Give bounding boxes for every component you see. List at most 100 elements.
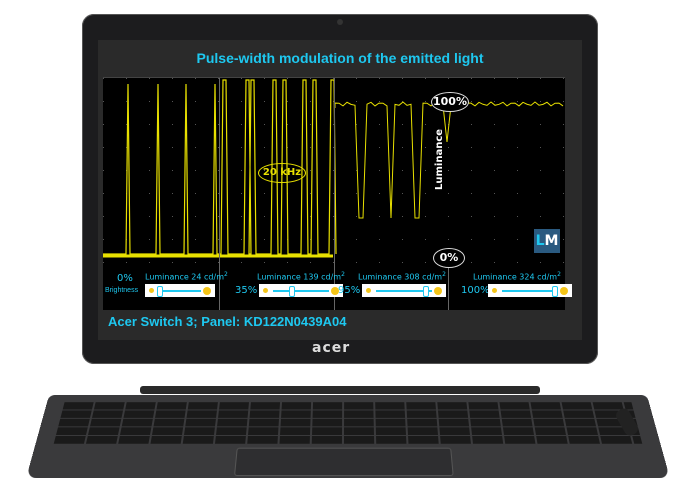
grid-dot <box>172 124 173 125</box>
grid-dot <box>103 216 104 217</box>
panel-3: 100% Luminance 324 cd/m2 <box>448 263 572 310</box>
waveform-svg <box>103 78 564 263</box>
grid-dot <box>172 78 173 79</box>
grid-dot <box>356 101 357 102</box>
grid-dot <box>356 78 357 79</box>
device-caption: Acer Switch 3; Panel: KD122N0439A04 <box>108 314 347 329</box>
slider-knob[interactable] <box>552 286 558 297</box>
brand-logo: acer <box>312 340 351 356</box>
grid-dot <box>540 193 541 194</box>
grid-dot <box>287 147 288 148</box>
grid-dot <box>425 216 426 217</box>
luminance-value: Luminance 308 cd/m2 <box>358 271 446 282</box>
brightness-value: 35% <box>235 285 258 296</box>
grid-dot <box>149 193 150 194</box>
grid-dot <box>241 147 242 148</box>
grid-dot <box>356 262 357 263</box>
grid-dot <box>241 193 242 194</box>
grid-dot <box>333 239 334 240</box>
grid-dot <box>425 78 426 79</box>
brightness-slider[interactable] <box>488 284 572 297</box>
grid-dot <box>563 170 564 171</box>
grid-dot <box>218 239 219 240</box>
grid-dot <box>310 78 311 79</box>
slider-track <box>159 290 201 292</box>
grid-dot <box>448 147 449 148</box>
grid-dot <box>310 124 311 125</box>
grid-dot <box>402 239 403 240</box>
grid-dot <box>218 216 219 217</box>
grid-dot <box>517 262 518 263</box>
waveform-trace <box>220 79 337 255</box>
grid-dot <box>471 78 472 79</box>
grid-dot <box>195 147 196 148</box>
grid-dot <box>241 262 242 263</box>
grid-dot <box>494 147 495 148</box>
grid-dot <box>218 193 219 194</box>
grid-dot <box>379 78 380 79</box>
grid-dot <box>402 216 403 217</box>
grid-dot <box>471 124 472 125</box>
slider-track <box>376 290 432 292</box>
grid-dot <box>540 124 541 125</box>
grid-dot <box>379 170 380 171</box>
grid-dot <box>195 193 196 194</box>
slider-knob[interactable] <box>157 286 163 297</box>
brightness-value: 95% <box>338 285 361 296</box>
brightness-slider[interactable] <box>145 284 215 297</box>
grid-dot <box>471 193 472 194</box>
grid-dot <box>379 239 380 240</box>
grid-dot <box>264 216 265 217</box>
keyboard <box>26 394 670 479</box>
grid-dot <box>356 124 357 125</box>
grid-dot <box>471 262 472 263</box>
grid-dot <box>310 147 311 148</box>
slider-track <box>273 290 329 292</box>
touchpad[interactable] <box>233 447 454 477</box>
grid-dot <box>241 101 242 102</box>
grid-dot <box>264 262 265 263</box>
grid-dot <box>494 101 495 102</box>
brightness-slider[interactable] <box>259 284 343 297</box>
dim-sun-icon <box>149 288 154 293</box>
grid-dot <box>494 170 495 171</box>
grid-dot <box>540 170 541 171</box>
grid-dot <box>333 78 334 79</box>
grid-dot <box>103 147 104 148</box>
grid-dot <box>356 193 357 194</box>
grid-dot <box>540 216 541 217</box>
grid-dot <box>103 101 104 102</box>
grid-dot <box>264 193 265 194</box>
grid-dot <box>448 239 449 240</box>
grid-dot <box>402 124 403 125</box>
grid-dot <box>540 101 541 102</box>
grid-dot <box>195 262 196 263</box>
brightness-slider[interactable] <box>362 284 446 297</box>
panel-1: 35% Luminance 139 cd/m2 <box>219 263 345 310</box>
grid-dot <box>172 101 173 102</box>
grid-dot <box>264 78 265 79</box>
grid-dot <box>402 193 403 194</box>
slider-knob[interactable] <box>423 286 430 297</box>
grid-dot <box>517 216 518 217</box>
grid-dot <box>402 170 403 171</box>
dim-sun-icon <box>366 288 371 293</box>
grid-dot <box>241 216 242 217</box>
grid-dot <box>563 216 564 217</box>
bright-sun-icon <box>331 287 339 295</box>
grid-dot <box>310 216 311 217</box>
grid-dot <box>149 170 150 171</box>
grid-dot <box>126 262 127 263</box>
grid-dot <box>402 78 403 79</box>
luminance-value: Luminance 24 cd/m2 <box>145 271 228 282</box>
bright-sun-icon <box>203 287 211 295</box>
grid-dot <box>103 239 104 240</box>
grid-dot <box>126 78 127 79</box>
grid-dot <box>333 262 334 263</box>
slider-knob[interactable] <box>289 286 296 297</box>
grid-dot <box>471 101 472 102</box>
grid-dot <box>264 101 265 102</box>
waveform-trace <box>334 101 564 219</box>
grid-dot <box>379 216 380 217</box>
grid-dot <box>448 193 449 194</box>
